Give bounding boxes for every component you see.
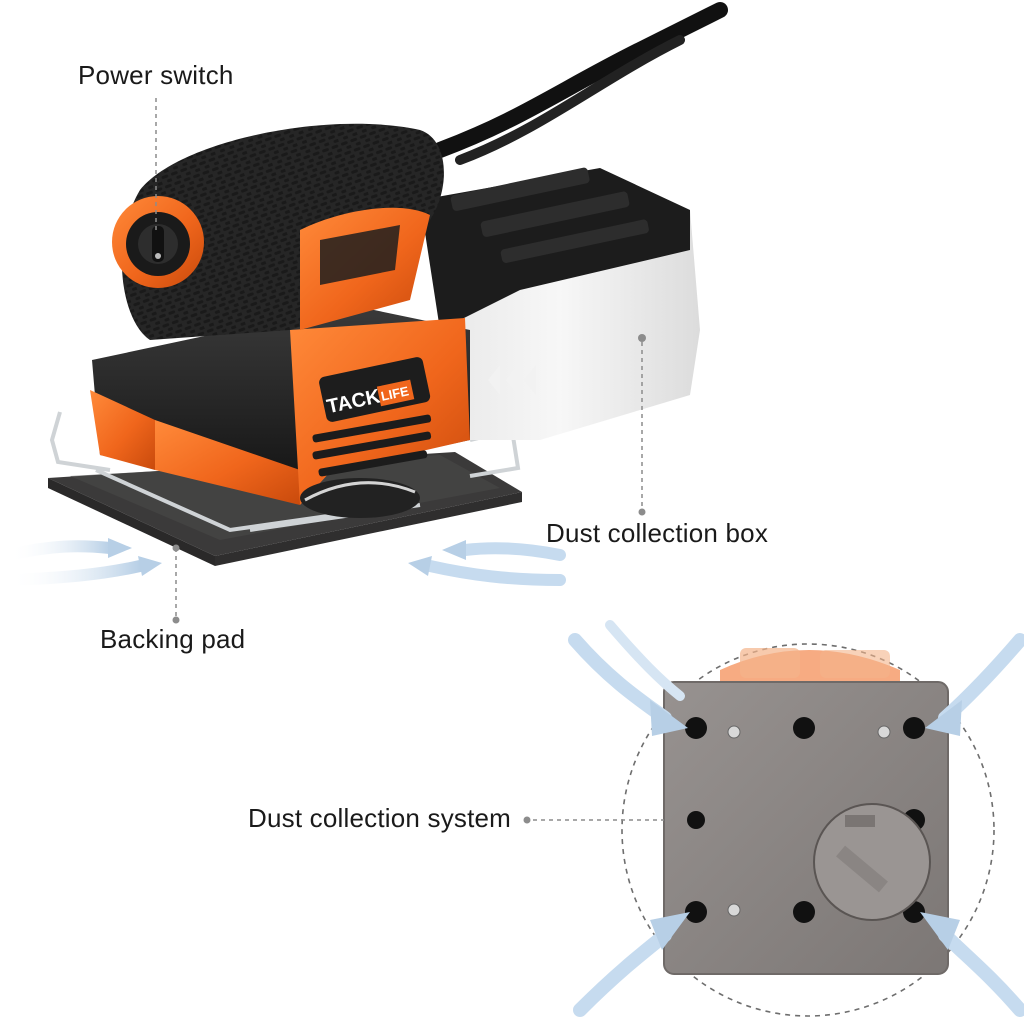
airflow-arrows-closeup	[568, 620, 1024, 1017]
backing-pad-label: Backing pad	[100, 624, 246, 654]
sander-body	[90, 123, 470, 518]
svg-text:LIFE: LIFE	[379, 383, 410, 404]
dust-collection-system-label: Dust collection system	[248, 803, 512, 833]
leader-dots	[172, 508, 646, 824]
power-switch-label: Power switch	[78, 60, 234, 90]
airflow-arrow-group-left	[4, 538, 162, 586]
airflow-arrow-group-right	[408, 540, 566, 586]
dust-collection-box-label: Dust collection box	[546, 518, 769, 548]
brand-logo: TACK LIFE	[319, 357, 431, 422]
leader-lines-top	[155, 98, 643, 620]
power-cord	[432, 2, 728, 165]
dust-collection-box	[420, 167, 700, 440]
dust-system-closeup	[621, 643, 995, 1017]
backing-pad	[48, 452, 522, 566]
